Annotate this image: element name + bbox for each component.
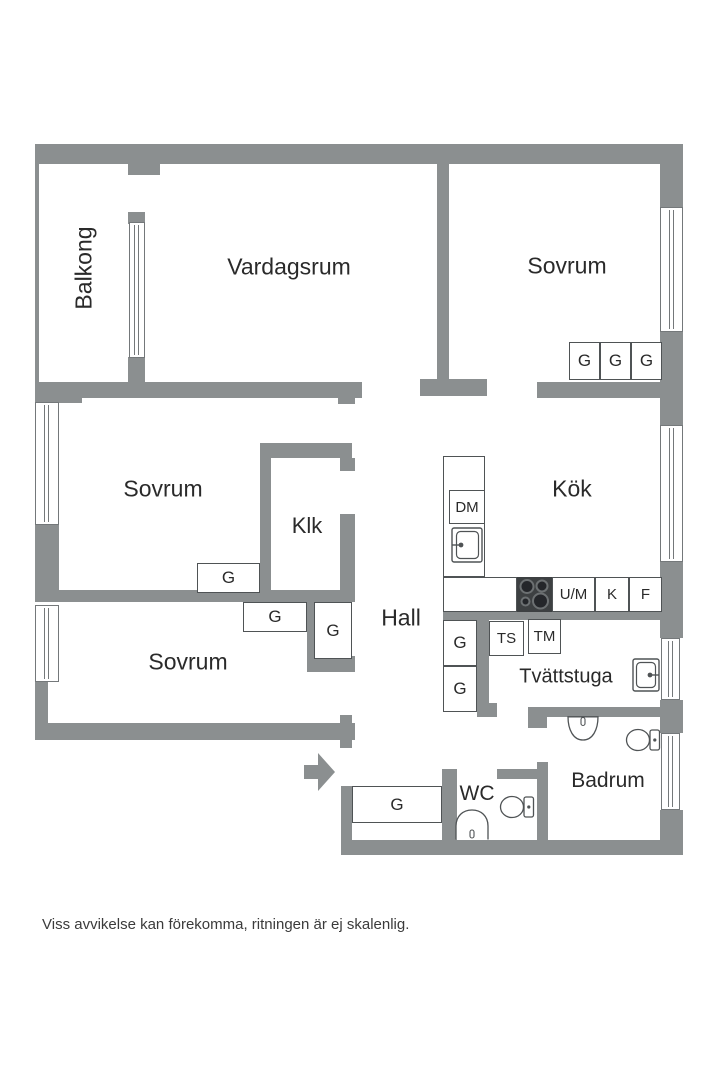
wall-segment xyxy=(660,332,683,425)
wall-segment xyxy=(660,810,683,855)
wall-segment xyxy=(128,164,160,175)
dishwasher-box: DM xyxy=(449,490,485,524)
wardrobe-box: G xyxy=(569,342,600,380)
bathroom-toilet-icon xyxy=(625,728,663,752)
wall-segment xyxy=(477,703,497,717)
room-label-vardagsrum: Vardagsrum xyxy=(227,253,351,280)
wall-segment xyxy=(528,707,547,728)
wardrobe-box: G xyxy=(631,342,662,380)
washing-machine-box: TM xyxy=(528,619,561,654)
fridge-label: K xyxy=(606,586,617,603)
wardrobe-label: G xyxy=(577,351,592,370)
wardrobe-box: G xyxy=(197,563,260,593)
wall-segment xyxy=(260,448,271,593)
wardrobe-label: G xyxy=(639,351,654,370)
wall-segment xyxy=(128,357,145,384)
window xyxy=(660,207,683,332)
wall-segment xyxy=(307,602,315,662)
wall-segment xyxy=(35,382,362,398)
drying-cabinet-box: TS xyxy=(489,621,524,656)
room-label-sovrum-2: Sovrum xyxy=(123,475,203,502)
wall-segment xyxy=(35,723,355,740)
window xyxy=(35,605,59,682)
wall-segment xyxy=(260,443,352,458)
oven-microwave-box: U/M xyxy=(552,577,595,612)
room-label-hall: Hall xyxy=(381,604,421,631)
wall-segment xyxy=(341,786,352,855)
wardrobe-box: G xyxy=(314,602,352,659)
wall-segment xyxy=(420,379,487,396)
wall-segment xyxy=(307,656,355,672)
freezer-label: F xyxy=(640,586,651,603)
wall-segment xyxy=(660,700,683,733)
wall-segment xyxy=(340,458,355,471)
wall-segment xyxy=(437,164,449,380)
wall-segment xyxy=(477,620,489,717)
fridge-box: K xyxy=(595,577,629,612)
balcony-door-window xyxy=(129,222,145,358)
wall-segment xyxy=(660,144,683,207)
room-label-klk: Klk xyxy=(291,513,323,538)
wc-sink-icon xyxy=(454,808,490,840)
wall-segment xyxy=(660,562,683,638)
wardrobe-label: G xyxy=(453,679,467,698)
entrance-arrow-icon xyxy=(304,752,336,792)
window xyxy=(35,402,59,525)
wall-segment xyxy=(35,590,342,602)
wardrobe-label: G xyxy=(221,568,236,587)
room-label-tvattstuga: Tvättstuga xyxy=(519,665,613,688)
washing-machine-label: TM xyxy=(533,628,556,645)
room-label-sovrum-3: Sovrum xyxy=(148,648,228,675)
wall-segment xyxy=(35,525,59,602)
kitchen-sink-icon xyxy=(451,527,483,563)
wall-segment xyxy=(537,382,683,398)
disclaimer-text: Viss avvikelse kan förekomma, ritningen … xyxy=(42,916,410,933)
wall-segment xyxy=(443,612,662,620)
wall-segment xyxy=(341,840,683,855)
dishwasher-label: DM xyxy=(455,498,479,516)
wardrobe-label: G xyxy=(326,620,340,640)
freezer-box: F xyxy=(629,577,662,612)
drying-cabinet-label: TS xyxy=(496,630,517,647)
wall-segment xyxy=(528,707,660,717)
kitchen-counter xyxy=(443,577,517,612)
oven-microwave-label: U/M xyxy=(559,586,588,603)
wardrobe-box: G xyxy=(600,342,631,380)
room-label-sovrum-1: Sovrum xyxy=(527,252,607,279)
window xyxy=(660,425,683,562)
wall-segment xyxy=(497,769,537,779)
wardrobe-label: G xyxy=(608,351,623,370)
laundry-sink-icon xyxy=(632,658,660,692)
wardrobe-label: G xyxy=(390,794,404,814)
wall-segment xyxy=(537,762,548,840)
wall-segment xyxy=(35,144,683,164)
window xyxy=(661,638,680,700)
wardrobe-box: G xyxy=(352,786,442,823)
room-label-balkong: Balkong xyxy=(70,226,97,310)
window xyxy=(661,733,680,810)
wall-segment xyxy=(340,715,352,748)
wardrobe-box: G xyxy=(443,666,477,712)
wc-toilet-icon xyxy=(499,795,537,819)
wall-segment xyxy=(340,514,355,602)
stove-icon xyxy=(517,577,552,612)
wardrobe-box: G xyxy=(443,620,477,666)
room-label-wc: WC xyxy=(459,782,495,805)
wall-segment xyxy=(338,395,355,404)
wall-segment xyxy=(35,164,39,384)
wall-segment xyxy=(35,382,82,403)
wall-segment xyxy=(128,212,145,224)
wall-segment xyxy=(442,769,457,840)
bathroom-sink-icon xyxy=(566,716,600,742)
room-label-kok: Kök xyxy=(552,475,592,502)
wardrobe-label: G xyxy=(453,633,467,652)
wardrobe-label: G xyxy=(268,607,282,626)
wardrobe-box: G xyxy=(243,602,307,632)
room-label-badrum: Badrum xyxy=(571,769,645,792)
